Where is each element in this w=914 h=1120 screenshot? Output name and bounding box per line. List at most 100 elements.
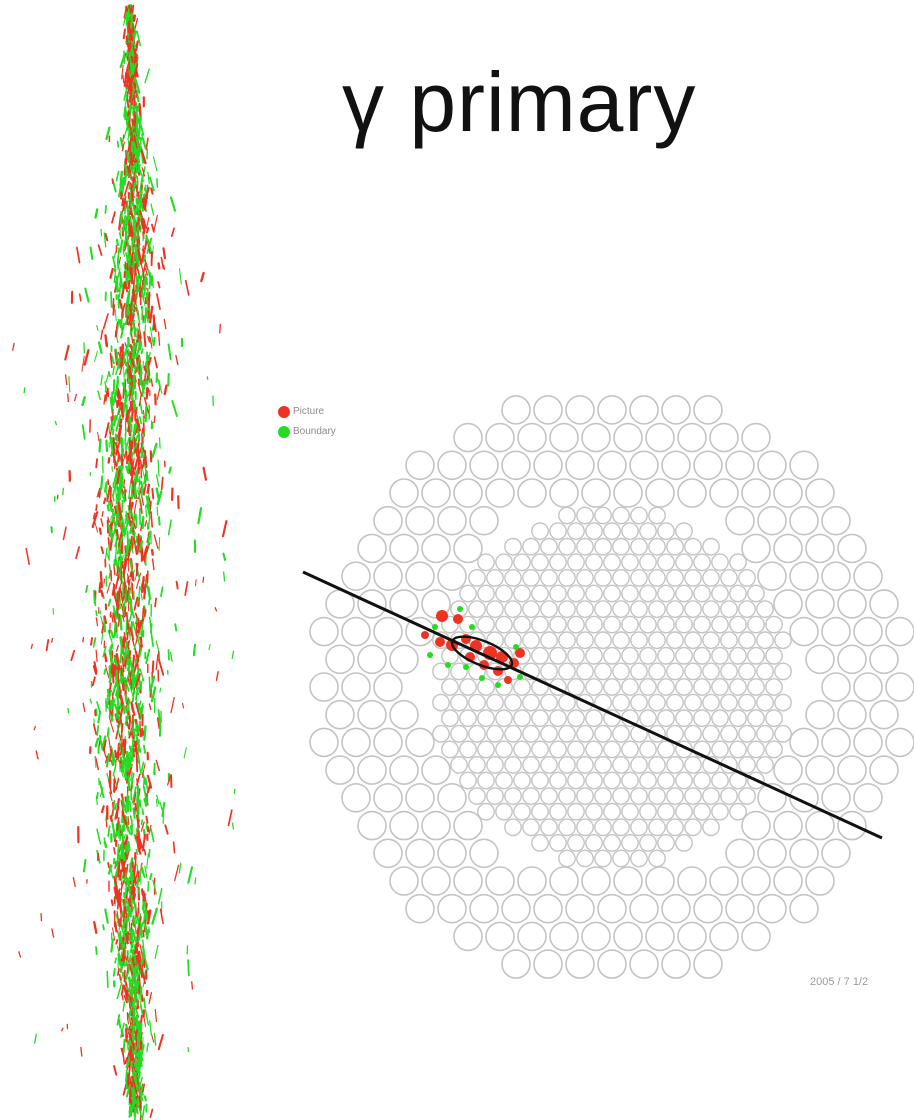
camera-pixel [373, 616, 403, 647]
camera-pixel [666, 537, 684, 556]
shower-track [120, 1047, 124, 1056]
shower-track [128, 745, 133, 754]
camera-pixel [603, 553, 621, 572]
shower-track [129, 74, 135, 90]
camera-pixel [741, 866, 771, 896]
shower-track [113, 911, 116, 918]
shower-track [148, 824, 152, 835]
camera-pixel [594, 755, 612, 774]
shower-track [120, 177, 124, 186]
shower-track [152, 315, 157, 333]
shower-track [120, 1028, 124, 1036]
shower-track [95, 610, 98, 617]
shower-track [94, 520, 99, 533]
camera-pixel [594, 568, 612, 587]
shower-track [112, 763, 117, 777]
shower-track [112, 365, 116, 376]
shower-track [141, 1105, 146, 1120]
shower-track [147, 585, 152, 600]
shower-track [129, 1034, 135, 1049]
shower-track [143, 583, 147, 600]
shower-track [131, 411, 134, 423]
camera-pixel [477, 802, 495, 821]
camera-pixel [549, 833, 567, 852]
camera-pixel [684, 724, 702, 743]
shower-track [132, 995, 136, 1010]
camera-pixel [540, 662, 558, 681]
shower-track [111, 178, 114, 185]
camera-pixel [603, 802, 621, 821]
shower-track [122, 798, 128, 814]
camera-pixel [603, 740, 621, 759]
camera-pixel [747, 646, 765, 665]
camera-pixel [594, 724, 612, 743]
shower-track [139, 869, 142, 885]
camera-pixel [805, 478, 835, 508]
shower-track [139, 1004, 144, 1015]
camera-pixel [657, 833, 675, 852]
camera-pixel [621, 802, 639, 821]
camera-pixel [309, 727, 339, 758]
shower-track [142, 929, 145, 938]
shower-track [135, 40, 139, 52]
camera-pixel [567, 771, 585, 790]
shower-track [106, 772, 110, 780]
camera-pixel [389, 533, 419, 564]
camera-pixel [720, 631, 738, 650]
shower-track [161, 801, 166, 817]
camera-pixel [513, 646, 531, 665]
shower-track [124, 705, 128, 713]
shower-track [130, 185, 134, 202]
shower-track [111, 692, 114, 700]
shower-track [106, 695, 109, 706]
shower-track [148, 992, 153, 1004]
camera-pixel [603, 522, 621, 541]
camera-pixel [357, 699, 387, 730]
camera-pixel [885, 672, 914, 702]
shower-track [140, 819, 144, 826]
shower-track [129, 908, 132, 917]
shower-track [129, 571, 133, 578]
shower-track [114, 921, 118, 933]
shower-track [175, 580, 179, 590]
shower-track [50, 637, 54, 643]
shower-track [152, 336, 156, 347]
shower-track [133, 1096, 137, 1104]
shower-track [144, 611, 147, 618]
camera-pixel [531, 771, 549, 790]
shower-track [132, 84, 135, 94]
shower-track [120, 936, 124, 951]
camera-pixel [675, 709, 693, 728]
shower-track [115, 573, 120, 590]
shower-track [103, 232, 107, 248]
shower-track [67, 393, 70, 403]
camera-pixel [612, 693, 630, 712]
shower-track [127, 336, 131, 348]
shower-track [123, 395, 129, 410]
shower-track [109, 502, 113, 513]
shower-track [172, 841, 176, 854]
boundary-pixel-hit [469, 624, 475, 630]
shower-track [139, 177, 144, 194]
camera-pixel [405, 838, 435, 869]
shower-track [143, 997, 146, 1009]
picture-pixel-hit [493, 666, 503, 676]
shower-track [120, 723, 124, 734]
camera-pixel [486, 724, 504, 743]
shower-track [124, 1069, 128, 1083]
shower-track [127, 426, 131, 437]
camera-pixel [567, 833, 585, 852]
shower-track [112, 800, 116, 817]
camera-pixel [567, 678, 585, 696]
shower-track [126, 754, 130, 770]
shower-track [137, 913, 142, 926]
shower-track [134, 199, 141, 215]
shower-track [129, 627, 135, 641]
camera-pixel [677, 921, 707, 952]
camera-pixel [675, 584, 693, 603]
shower-track [89, 698, 93, 704]
shower-track [136, 773, 141, 786]
shower-track [18, 951, 22, 958]
shower-track [116, 817, 120, 832]
shower-track [214, 607, 218, 612]
